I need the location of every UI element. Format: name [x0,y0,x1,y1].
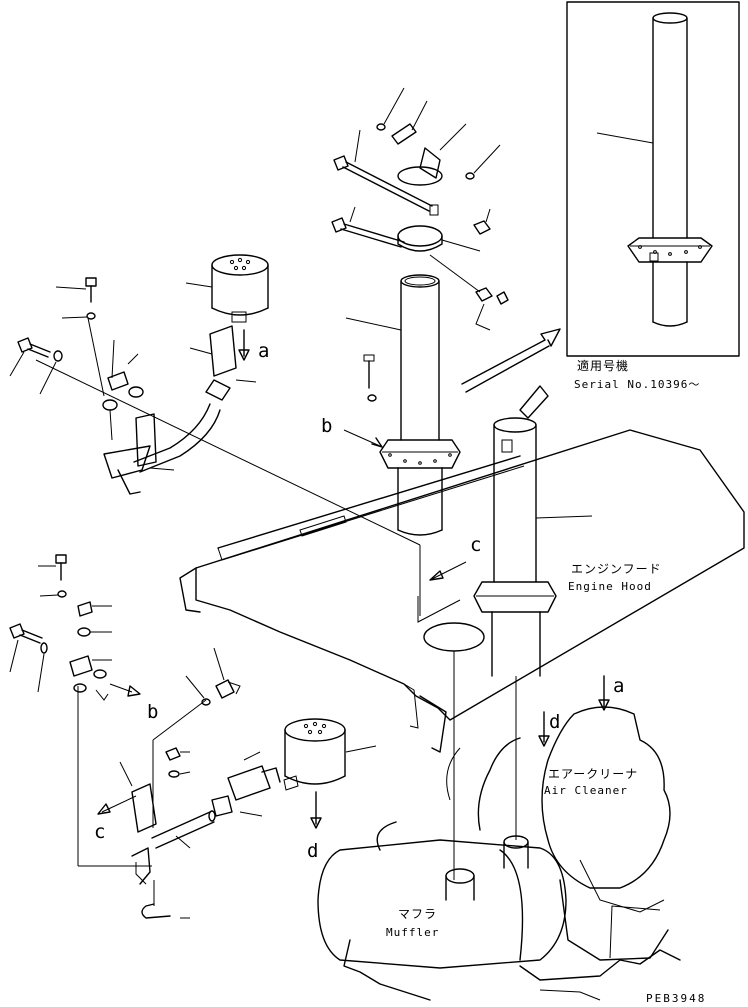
upper-precleaner-assembly [9,254,269,495]
callout-c-upper: c [470,534,481,556]
serial-label-en: Serial No.10396～ [574,378,700,391]
engine-hood-label-en: Engine Hood [568,580,652,593]
engine-hood-label-jp: エンジンフード [571,562,662,576]
alignment-lines [35,359,517,880]
inset-panel [566,1,740,357]
callout-b-lower: b [147,701,158,723]
callout-b-upper: b [321,415,332,437]
muffler-label-en: Muffler [386,926,439,939]
callout-c-lower: c [94,821,105,843]
callout-d-right: d [549,711,560,733]
engine-block [317,675,681,1001]
serial-label-jp: 適用号機 [577,358,629,373]
air-cleaner-label-en: Air Cleaner [544,784,628,797]
callout-a-top: a [258,340,269,362]
drawing-code: PEB3948 [646,992,706,1005]
callout-a-right: a [613,675,624,697]
callout-c-upper-arrow [429,561,467,581]
muffler-label-jp: マフラ [398,907,437,921]
air-cleaner-label-jp: エアークリーナ [548,767,638,781]
rain-cap-hardware [331,87,509,331]
installed-stack [473,385,593,677]
engine-hood [179,429,745,753]
exhaust-stack [343,274,461,536]
callout-d-lower: d [307,840,318,862]
lower-precleaner-assembly [9,554,377,919]
inset-arrow [461,328,561,393]
